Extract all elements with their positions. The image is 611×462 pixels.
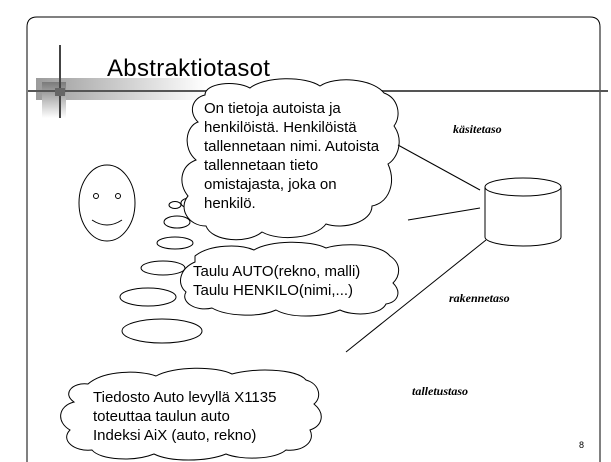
database-icon xyxy=(484,177,562,247)
level-label-conceptual: käsitetaso xyxy=(453,122,502,136)
page-number: 8 xyxy=(579,440,585,450)
slide-border xyxy=(26,16,601,462)
connector-line-conceptual xyxy=(397,144,481,191)
cloud-text-structural: Taulu AUTO(rekno, malli) Taulu HENKILO(n… xyxy=(193,263,361,299)
cloud-shape-conceptual xyxy=(181,78,400,241)
level-label-physical: talletustaso xyxy=(412,384,469,398)
cloud-text-physical: Tiedosto Auto levyllä X1135 toteuttaa ta… xyxy=(93,389,277,444)
connector-line-structural xyxy=(407,207,481,221)
slide-title: Abstraktiotasot xyxy=(107,55,271,82)
cloud-shape-structural xyxy=(180,241,400,317)
cloud-shape-physical xyxy=(60,367,322,461)
cloud-text-conceptual: On tietoja autoista ja henkilöistä. Henk… xyxy=(204,100,380,212)
level-label-structural: rakennetaso xyxy=(449,291,510,305)
connector-line-physical xyxy=(345,239,487,353)
smiley-face-icon xyxy=(78,164,136,242)
